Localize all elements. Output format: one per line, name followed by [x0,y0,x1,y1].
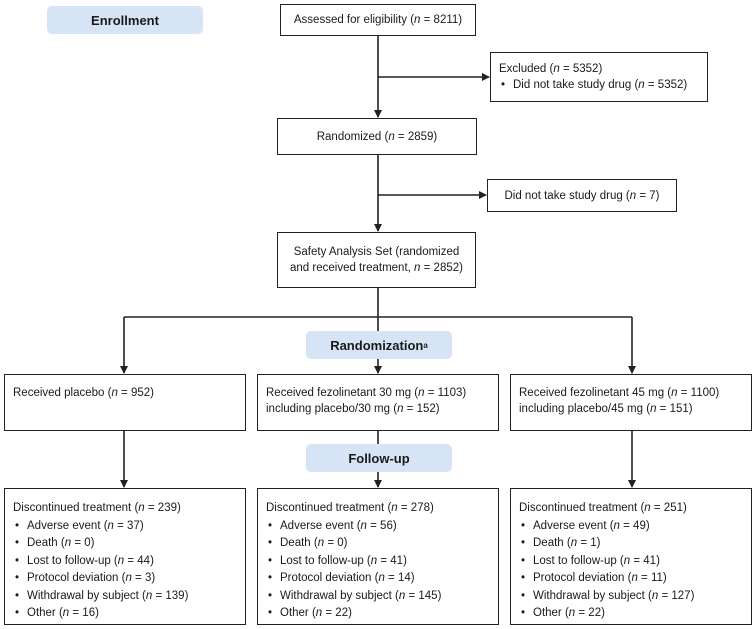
list-item: Adverse event (n = 56) [266,518,490,536]
excluded-item: Did not take study drug (n = 5352) [499,77,699,93]
followup-45mg-box: Discontinued treatment (n = 251) Adverse… [510,488,752,625]
followup-30mg-title: Discontinued treatment (n = 278) [266,502,434,514]
followup-30mg-box: Discontinued treatment (n = 278) Adverse… [257,488,499,625]
excluded-box: Excluded (n = 5352) Did not take study d… [490,52,708,102]
followup-placebo-title: Discontinued treatment (n = 239) [13,502,181,514]
safety-line-2: and received treatment, n = 2852) [290,262,463,274]
list-item: Lost to follow-up (n = 41) [266,553,490,571]
list-item: Lost to follow-up (n = 41) [519,553,743,571]
excluded-list: Did not take study drug (n = 5352) [499,77,699,93]
arm-placebo-line-1: Received placebo (n = 952) [13,387,154,399]
arm-45mg-line-2: including placebo/45 mg (n = 151) [519,403,693,415]
followup-30mg-list: Adverse event (n = 56) Death (n = 0) Los… [266,518,490,623]
list-item: Death (n = 0) [13,535,237,553]
list-item: Withdrawal by subject (n = 127) [519,588,743,606]
randomization-label-text: Randomization [330,337,424,353]
safety-line-1: Safety Analysis Set (randomized [293,246,460,258]
list-item: Adverse event (n = 37) [13,518,237,536]
list-item: Other (n = 22) [519,605,743,623]
list-item: Adverse event (n = 49) [519,518,743,536]
not-taken-box: Did not take study drug (n = 7) [487,179,677,212]
arm-45mg-line-1: Received fezolinetant 45 mg (n = 1100) [519,387,720,399]
enrollment-label: Enrollment [47,6,203,34]
list-item: Other (n = 16) [13,605,237,623]
followup-45mg-title: Discontinued treatment (n = 251) [519,502,687,514]
enrollment-label-text: Enrollment [91,12,159,28]
arm-30mg-line-1: Received fezolinetant 30 mg (n = 1103) [266,387,467,399]
arm-30mg-box: Received fezolinetant 30 mg (n = 1103) i… [257,374,499,431]
assessed-text: Assessed for eligibility (n = 8211) [293,14,463,26]
assessed-box: Assessed for eligibility (n = 8211) [280,4,476,36]
list-item: Protocol deviation (n = 14) [266,570,490,588]
followup-placebo-list: Adverse event (n = 37) Death (n = 0) Los… [13,518,237,623]
excluded-title: Excluded (n = 5352) [499,63,603,75]
list-item: Death (n = 1) [519,535,743,553]
list-item: Protocol deviation (n = 11) [519,570,743,588]
list-item: Withdrawal by subject (n = 139) [13,588,237,606]
safety-analysis-box: Safety Analysis Set (randomized and rece… [277,232,476,288]
list-item: Lost to follow-up (n = 44) [13,553,237,571]
list-item: Withdrawal by subject (n = 145) [266,588,490,606]
arm-30mg-line-2: including placebo/30 mg (n = 152) [266,403,440,415]
list-item: Death (n = 0) [266,535,490,553]
arm-placebo-box: Received placebo (n = 952) [4,374,246,431]
followup-label-text: Follow-up [348,450,410,466]
randomization-footnote-marker: a [423,340,428,350]
followup-45mg-list: Adverse event (n = 49) Death (n = 1) Los… [519,518,743,623]
randomized-box: Randomized (n = 2859) [277,118,477,155]
randomized-text: Randomized (n = 2859) [316,130,438,143]
followup-placebo-box: Discontinued treatment (n = 239) Adverse… [4,488,246,625]
arm-45mg-box: Received fezolinetant 45 mg (n = 1100) i… [510,374,752,431]
list-item: Protocol deviation (n = 3) [13,570,237,588]
list-item: Other (n = 22) [266,605,490,623]
followup-label: Follow-up [306,444,452,472]
not-taken-text: Did not take study drug (n = 7) [504,189,660,202]
